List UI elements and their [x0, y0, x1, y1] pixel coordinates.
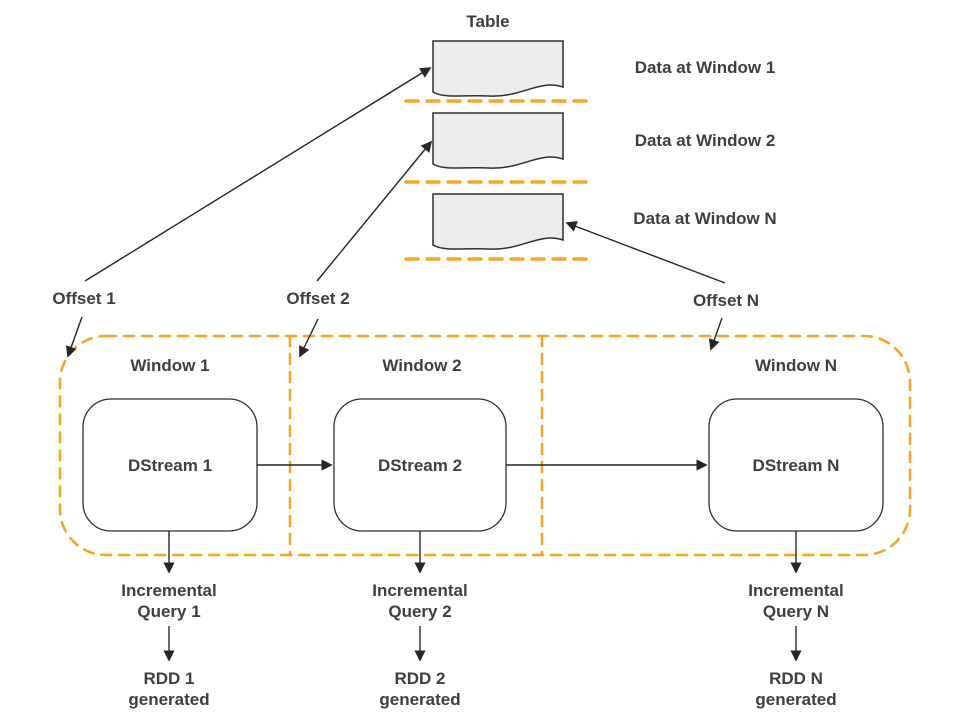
- dstream-1-label: DStream 1: [127, 456, 213, 475]
- data-at-window-1-label: Data at Window 1: [634, 58, 776, 77]
- table-document-shape-1: [432, 40, 564, 97]
- arrow-offsetn-to-window: [708, 317, 723, 351]
- dstream-2-label: DStream 2: [377, 456, 463, 475]
- offset-1-label: Offset 1: [52, 289, 116, 308]
- window-n-label: Window N: [755, 356, 837, 375]
- windows-group-border: [58, 334, 912, 557]
- table-document-shape-n: [432, 193, 564, 250]
- data-at-window-2-label: Data at Window 2: [634, 131, 776, 150]
- arrow-offset1-to-table: [84, 67, 432, 282]
- table-title: Table: [466, 12, 510, 31]
- offset-n-label: Offset N: [692, 291, 760, 310]
- rdd-2-generated-label: RDD 2 generated: [379, 669, 461, 709]
- arrow-offset1-to-window: [65, 316, 83, 358]
- incremental-query-1-label: Incremental Query 1: [121, 581, 217, 621]
- window-1-label: Window 1: [130, 356, 210, 375]
- offset-2-label: Offset 2: [286, 289, 350, 308]
- incremental-query-n-label: Incremental Query N: [748, 581, 844, 621]
- window-2-label: Window 2: [382, 356, 462, 375]
- arrow-offsetn-to-table: [565, 221, 726, 284]
- rdd-1-generated-label: RDD 1 generated: [128, 669, 210, 709]
- incremental-query-2-label: Incremental Query 2: [372, 581, 468, 621]
- arrow-offset2-to-table: [316, 140, 433, 282]
- arrow-offset2-to-window: [299, 318, 319, 358]
- dstream-n-label: DStream N: [752, 456, 840, 475]
- table-document-shape-2: [432, 112, 564, 169]
- data-at-window-n-label: Data at Window N: [633, 209, 777, 228]
- rdd-n-generated-label: RDD N generated: [755, 669, 837, 709]
